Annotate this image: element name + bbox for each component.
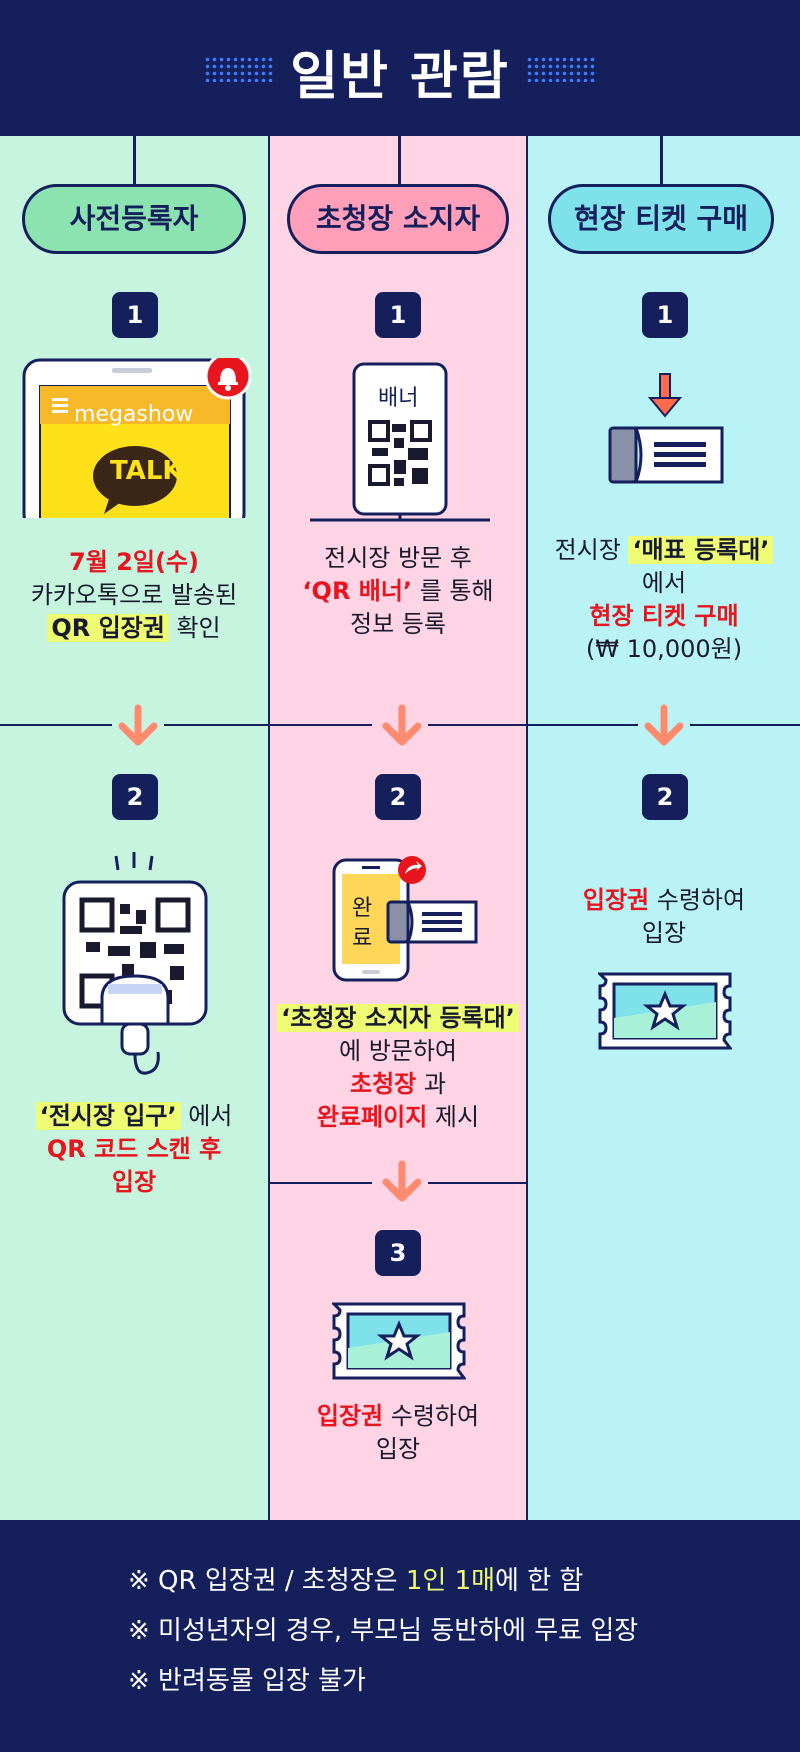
banner-label: 배너 [378, 386, 419, 411]
ticket-icon [598, 972, 732, 1050]
step-description: 전시장 방문 후 ‘QR 배너’ 를 통해 정보 등록 [270, 542, 526, 641]
megashow-app-name: megashow [74, 402, 194, 427]
column-invitation: 초청장 소지자 1 배너 전시장 방문 후 ‘QR 배너’ 를 통해 정보 등록… [268, 136, 528, 1520]
kakao-tablet-icon [22, 358, 252, 518]
desc-line: 입장 [375, 1435, 421, 1463]
step-badge: 2 [375, 774, 421, 820]
send-date: 7월 2일(수) [69, 548, 199, 576]
arrow-down-icon [382, 704, 422, 746]
price-text: (₩ 10,000원) [585, 635, 743, 663]
desc-line: 정보 등록 [350, 610, 446, 638]
completion-phone-icon [332, 856, 478, 982]
column-onsite: 현장 티켓 구매 1 전시장 ‘매표 등록대’ 에서 현장 티켓 구매 (₩ 1… [528, 136, 800, 1520]
step-divider [428, 724, 638, 726]
highlight-text: ‘초청장 소지자 등록대’ [277, 1004, 519, 1032]
desc-suffix: 수령하여 [649, 886, 746, 914]
column-preregistered: 사전등록자 1 megashow TALK 7월 2일(수) 카카오톡으로 발송… [0, 136, 268, 1520]
arrow-down-icon [644, 704, 684, 746]
desc-line: 입장 [641, 919, 687, 947]
red-text: QR 코드 스캔 후 [46, 1135, 222, 1163]
step-badge: 1 [642, 292, 688, 338]
step-description: 7월 2일(수) 카카오톡으로 발송된 QR 입장권 확인 [0, 546, 268, 645]
qr-scan-icon [62, 852, 208, 1075]
arrow-down-icon [118, 704, 158, 746]
step-badge: 3 [375, 1230, 421, 1276]
step-badge: 1 [112, 292, 158, 338]
step-badge: 1 [375, 292, 421, 338]
step-divider [428, 1182, 526, 1184]
step-description: ‘전시장 입구’ 에서 QR 코드 스캔 후 입장 [0, 1100, 268, 1199]
red-text: 완료페이지 [316, 1103, 428, 1131]
step-description: ‘초청장 소지자 등록대’ 에 방문하여 초청장 과 완료페이지 제시 [270, 1002, 526, 1134]
ticket-icon [332, 1302, 466, 1380]
desc-line: 카카오톡으로 발송된 [30, 581, 238, 609]
dots-decoration-right [526, 56, 596, 82]
desc-line: QR 입장권 확인 [0, 612, 268, 645]
column-connector [398, 136, 401, 186]
desc-line: 에서 [641, 569, 687, 597]
page-title: 일반 관람 [290, 47, 510, 107]
step-badge: 2 [642, 774, 688, 820]
screen-text: 료 [352, 926, 373, 951]
step-description: 입장권 수령하여 입장 [270, 1400, 526, 1466]
desc-suffix: 제시 [427, 1103, 480, 1131]
step-description: 전시장 ‘매표 등록대’ 에서 현장 티켓 구매 (₩ 10,000원) [528, 534, 800, 666]
note-minors: ※ 미성년자의 경우, 부모님 동반하에 무료 입장 [128, 1616, 639, 1646]
highlight-text: QR 입장권 [47, 614, 169, 642]
step-divider [164, 724, 372, 726]
desc-suffix: 수령하여 [383, 1402, 480, 1430]
note-highlight: 1인 1매 [405, 1566, 496, 1596]
arrow-down-icon [382, 1160, 422, 1202]
red-text: ‘QR 배너’ [302, 577, 413, 605]
desc-prefix: 전시장 [554, 536, 629, 564]
column-connector [133, 136, 136, 186]
column-connector [660, 136, 663, 186]
qr-banner-icon [310, 362, 490, 522]
step-badge: 2 [112, 774, 158, 820]
highlight-text: ‘전시장 입구’ [35, 1102, 181, 1130]
red-text: 초청장 [350, 1070, 417, 1098]
column-title-preregistered: 사전등록자 [22, 184, 246, 254]
highlight-text: ‘매표 등록대’ [628, 536, 774, 564]
note-pets: ※ 반려동물 입장 불가 [128, 1666, 366, 1696]
step-description: 입장권 수령하여 입장 [528, 884, 800, 950]
ticket-register-icon [608, 373, 724, 484]
step-divider [0, 724, 112, 726]
column-title-onsite: 현장 티켓 구매 [548, 184, 774, 254]
red-text: 입장권 [582, 886, 650, 914]
column-title-invitation: 초청장 소지자 [287, 184, 509, 254]
desc-suffix: 확인 [168, 614, 221, 642]
red-text: 현장 티켓 구매 [589, 602, 739, 630]
step-divider [270, 1182, 372, 1184]
header: 일반 관람 [0, 0, 800, 136]
talk-label: TALK [110, 456, 183, 486]
dots-decoration-left [204, 56, 274, 82]
note-ticket-limit: ※ QR 입장권 / 초청장은 1인 1매에 한 함 [128, 1566, 584, 1596]
screen-text: 완 [352, 896, 373, 921]
step-divider [690, 724, 800, 726]
desc-line: 전시장 방문 후 [324, 544, 472, 572]
desc-suffix: 에서 [180, 1102, 233, 1130]
red-text: 입장권 [316, 1402, 384, 1430]
desc-suffix: 를 통해 [412, 577, 494, 605]
red-text: 입장 [111, 1168, 157, 1196]
desc-suffix: 과 [416, 1070, 446, 1098]
footer-notes: ※ QR 입장권 / 초청장은 1인 1매에 한 함 ※ 미성년자의 경우, 부… [0, 1520, 800, 1752]
desc-line: 에 방문하여 [338, 1037, 458, 1065]
